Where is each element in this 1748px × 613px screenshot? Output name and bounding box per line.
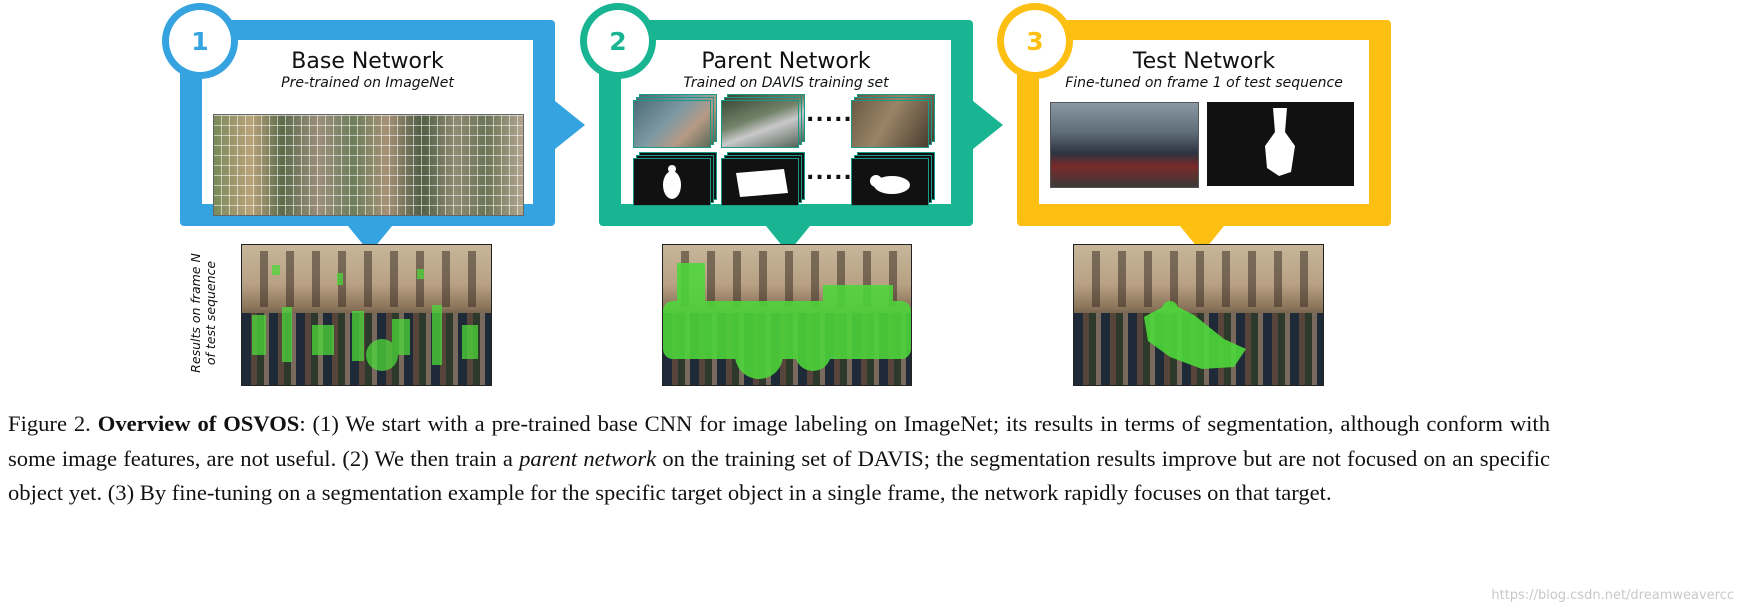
mask-dancer (633, 158, 711, 206)
test-frame-photo (1050, 102, 1199, 188)
training-frames: ...... ...... (633, 94, 935, 214)
stage-2-inner: Parent Network Trained on DAVIS training… (621, 40, 951, 206)
stage-1-badge: 1 (169, 10, 231, 72)
caption-italic-term: parent network (519, 445, 657, 471)
stage-3-title: Test Network (1132, 49, 1276, 74)
stage-3-subtitle: Fine-tuned on frame 1 of test sequence (1065, 75, 1343, 91)
segmentation-overlay-test (1144, 301, 1246, 369)
stage-1-title: Base Network (291, 49, 444, 74)
results-side-label: Results on frame N of test sequence (188, 253, 218, 373)
stage-3-number: 3 (1026, 26, 1044, 56)
result-parent-network (662, 244, 912, 386)
stage-2-badge: 2 (587, 10, 649, 72)
figure-caption: Figure 2. Overview of OSVOS: (1) We star… (8, 407, 1550, 511)
caption-figure-label: Figure 2. (8, 411, 91, 436)
stage-2-number: 2 (609, 26, 627, 56)
caption-text-part2: on the training set of DAVIS; the segmen… (8, 445, 1551, 506)
segmentation-overlay-base (252, 265, 478, 371)
results-side-label-line1: Results on frame N (188, 253, 203, 373)
result-test-network (1073, 244, 1324, 386)
watermark: https://blog.csdn.net/dreamweavercc (1491, 588, 1734, 603)
mask-bus (721, 158, 799, 206)
stage-1-inner: Base Network Pre-trained on ImageNet (202, 40, 533, 216)
mask-bear (851, 158, 929, 206)
stage-2-subtitle: Trained on DAVIS training set (683, 75, 889, 91)
stage-1-panel: Base Network Pre-trained on ImageNet (180, 20, 555, 226)
stage-2-panel: Parent Network Trained on DAVIS training… (599, 20, 973, 226)
imagenet-mosaic (213, 114, 524, 216)
frame-bus (721, 100, 799, 148)
stage-1-subtitle: Pre-trained on ImageNet (281, 75, 454, 91)
results-side-label-line2: of test sequence (203, 260, 218, 366)
stage-1-number: 1 (191, 26, 209, 56)
result-base-network (241, 244, 492, 386)
stage-3-panel: Test Network Fine-tuned on frame 1 of te… (1017, 20, 1391, 226)
test-frame-mask (1207, 102, 1354, 186)
segmentation-overlay-parent (663, 263, 911, 379)
stage-3-badge: 3 (1004, 10, 1066, 72)
frame-dancer (633, 100, 711, 148)
caption-text-part1: : (1) We start with a pre-trained base C… (8, 411, 1550, 471)
stage-2-title: Parent Network (701, 49, 871, 74)
caption-bold-title: Overview of OSVOS (97, 411, 300, 436)
stage-3-inner: Test Network Fine-tuned on frame 1 of te… (1039, 40, 1369, 204)
frame-bear (851, 100, 929, 148)
